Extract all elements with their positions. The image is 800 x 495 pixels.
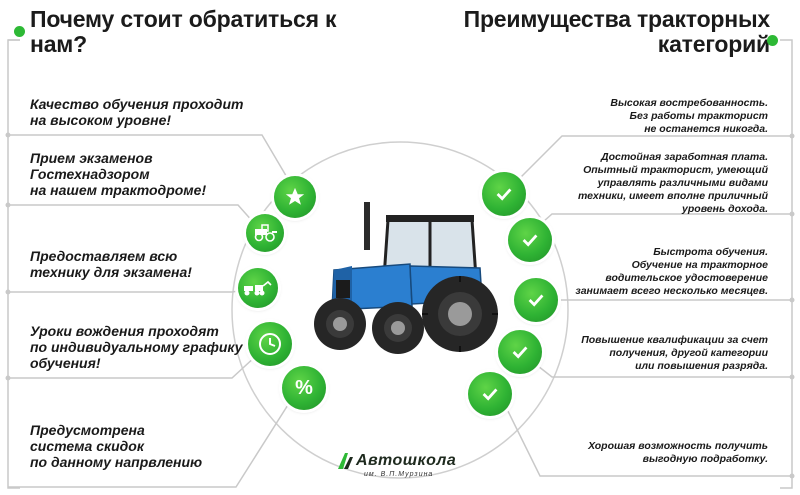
tractor-image xyxy=(314,202,498,354)
title-left: Почему стоит обратиться к нам? xyxy=(30,6,337,57)
checkmark-icon xyxy=(468,372,512,416)
checkmark-icon xyxy=(482,172,526,216)
star-icon xyxy=(274,176,316,218)
tractor-icon xyxy=(246,214,284,252)
left-item-discounts: Предусмотрена система скидок по данному … xyxy=(30,422,203,470)
right-item-salary: Достойная заработная плата. Опытный трак… xyxy=(577,151,768,215)
checkmark-icon xyxy=(498,330,542,374)
logo-subtitle: им. В.П.Мурзина xyxy=(364,471,434,478)
clock-icon xyxy=(248,322,292,366)
right-item-demand: Высокая востребованность. Без работы тра… xyxy=(610,97,768,135)
checkmark-icon xyxy=(514,278,558,322)
machinery-icon xyxy=(238,268,278,308)
checkmark-icon xyxy=(508,218,552,262)
right-item-speed: Быстрота обучения. Обучение на тракторно… xyxy=(575,246,768,297)
percent-icon: % xyxy=(282,366,326,410)
left-item-exams: Прием экзаменов Гостехнадзором на нашем … xyxy=(30,150,207,198)
logo-mark-icon xyxy=(338,453,353,469)
right-item-parttime: Хорошая возможность получить выгодную по… xyxy=(588,440,768,465)
left-item-schedule: Уроки вождения проходят по индивидуально… xyxy=(30,323,243,371)
title-right: Преимущества тракторных категорий xyxy=(463,6,771,57)
right-item-qualification: Повышение квалификации за счет получения… xyxy=(581,334,768,372)
title-left-dot xyxy=(14,26,25,37)
left-item-quality: Качество обучения проходит на высоком ур… xyxy=(30,96,244,128)
title-right-dot xyxy=(767,35,778,46)
left-item-equipment: Предоставляем всю технику для экзамена! xyxy=(30,248,192,280)
percent-symbol: % xyxy=(295,376,313,399)
logo-name: Автошкола xyxy=(356,452,457,469)
